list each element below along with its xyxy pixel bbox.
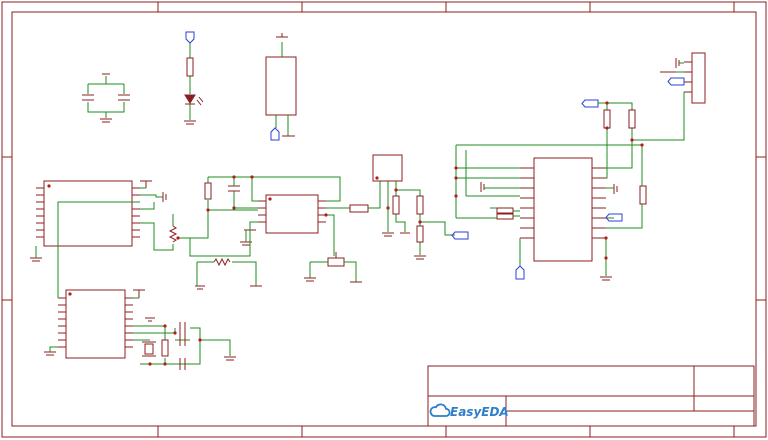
center-ic <box>189 175 350 290</box>
feedback-resistor <box>204 182 212 200</box>
ic-left-lower <box>44 201 145 359</box>
net-flag <box>581 99 599 108</box>
trimmer-potentiometer <box>304 252 362 283</box>
easyeda-logo: EasyEDA <box>429 403 509 419</box>
divider-resistor-1 <box>392 195 400 215</box>
net-flag <box>451 231 469 240</box>
app-name: EasyEDA <box>450 405 509 419</box>
series-resistor <box>349 204 369 213</box>
led-indicator <box>184 31 204 125</box>
net-flag <box>515 265 525 280</box>
potentiometer-left <box>140 200 209 251</box>
crystal-oscillator <box>133 317 236 370</box>
title-block <box>427 365 755 427</box>
led-resistor <box>186 57 194 77</box>
divider-resistor-2 <box>416 195 424 215</box>
frame-inner-border <box>11 11 757 427</box>
led-icon <box>184 94 196 104</box>
connector-header <box>632 52 706 141</box>
vertical-module <box>265 33 297 141</box>
crystal-right <box>496 207 514 214</box>
divider-resistor-3 <box>416 225 424 243</box>
decoupling-capacitor-pair <box>82 73 130 123</box>
bias-resistor <box>213 257 231 267</box>
net-flag <box>185 31 195 44</box>
ic-left-upper <box>30 180 167 262</box>
side-resistor <box>639 185 647 205</box>
voltage-regulator <box>349 154 469 260</box>
cloud-icon <box>429 403 451 417</box>
pullup-resistors <box>581 99 636 179</box>
crystal-resistor <box>161 339 169 357</box>
crystal <box>144 343 154 355</box>
net-flag <box>270 127 280 141</box>
net-flag <box>667 77 685 86</box>
main-ic <box>454 143 647 281</box>
net-flag <box>605 213 623 222</box>
